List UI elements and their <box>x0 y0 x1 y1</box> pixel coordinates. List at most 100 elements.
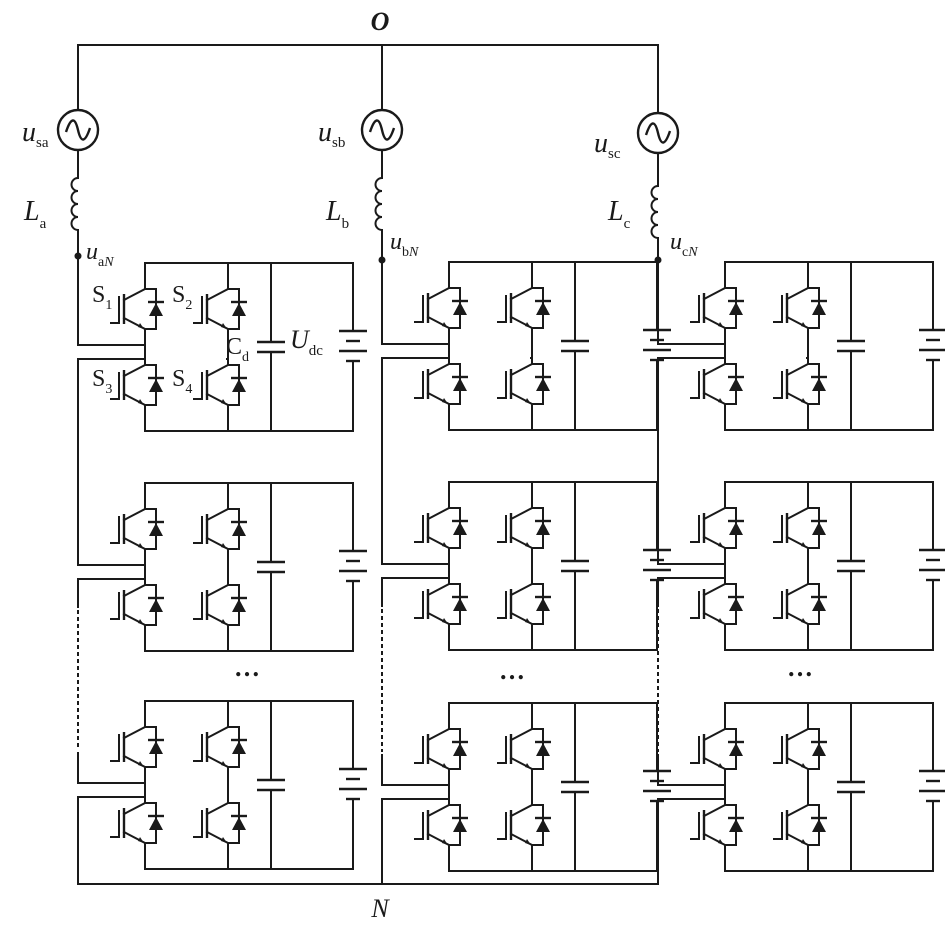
diode-triangle <box>729 378 743 391</box>
igbt-switch-icon <box>414 798 468 852</box>
diode-triangle <box>812 598 826 611</box>
collector-lead <box>122 502 146 522</box>
source-b-label: usb <box>318 117 345 151</box>
switch-s3-label: S3 <box>92 366 112 397</box>
collector-lead <box>426 577 450 597</box>
emitter-arrow <box>801 839 807 845</box>
igbt-switch-icon <box>773 577 827 631</box>
inductor-a-label: La <box>23 196 47 232</box>
phase-a-branch <box>56 44 229 885</box>
diode-triangle <box>729 302 743 315</box>
inter-cell-wire <box>77 752 146 784</box>
collector-lead <box>509 501 533 521</box>
igbt-switch-icon <box>690 281 744 335</box>
ac-source-icon <box>56 108 100 152</box>
emitter-arrow <box>718 398 724 404</box>
collector-lead <box>509 357 533 377</box>
dc-capacitor-icon <box>561 481 589 651</box>
diode-triangle <box>232 523 246 536</box>
h-bridge-cell-b2 <box>414 481 671 651</box>
diode-triangle <box>729 522 743 535</box>
emitter-arrow <box>221 837 227 843</box>
igbt-switch-icon <box>773 798 827 852</box>
h-bridge-cell-b3 <box>414 702 671 872</box>
diode-triangle <box>536 819 550 832</box>
igbt-switch-icon <box>193 502 247 556</box>
emitter-arrow <box>801 322 807 328</box>
emitter-arrow <box>138 619 144 625</box>
collector-lead <box>785 501 809 521</box>
igbt-switch-icon <box>690 357 744 411</box>
h-bridge-cell-c2 <box>690 481 945 651</box>
igbt-switch-icon <box>690 722 744 776</box>
igbt-switch-icon <box>497 501 551 555</box>
inter-cell-wire <box>381 577 450 607</box>
diode-triangle <box>729 819 743 832</box>
collector-lead <box>785 281 809 301</box>
inter-cell-wire <box>657 754 726 786</box>
igbt-switch-icon <box>193 282 247 336</box>
igbt-switch-icon <box>690 798 744 852</box>
collector-lead <box>205 578 229 598</box>
diode-triangle <box>453 819 467 832</box>
emitter-arrow <box>221 761 227 767</box>
dc-capacitor-icon <box>561 702 589 872</box>
collector-lead <box>702 281 726 301</box>
collector-lead <box>426 357 450 377</box>
emitter-arrow <box>525 839 531 845</box>
emitter-arrow <box>718 322 724 328</box>
diode-triangle <box>536 743 550 756</box>
node-voltage-b-label: ubN <box>390 229 419 260</box>
igbt-switch-icon <box>497 577 551 631</box>
igbt-switch-icon <box>414 722 468 776</box>
inter-cell-wire <box>657 577 726 607</box>
dc-capacitor-icon <box>257 700 285 870</box>
diode-triangle <box>232 599 246 612</box>
collector-lead <box>785 798 809 818</box>
diode-triangle <box>232 379 246 392</box>
diode-triangle <box>453 302 467 315</box>
igbt-switch-icon <box>110 720 164 774</box>
h-bridge-cell-a1 <box>110 262 367 432</box>
dc-capacitor-icon <box>561 261 589 431</box>
igbt-switch-icon <box>690 501 744 555</box>
switch-s2-label: S2 <box>172 282 192 313</box>
diode-triangle <box>149 303 163 316</box>
phase-b-labels: usb Lb ubN <box>318 117 419 260</box>
igbt-switch-icon <box>110 358 164 412</box>
inductor-coil-icon <box>650 184 660 240</box>
emitter-arrow <box>442 542 448 548</box>
igbt-switch-icon <box>773 501 827 555</box>
diode-triangle <box>536 378 550 391</box>
ellipsis-phase-b: … <box>499 656 525 685</box>
inter-cell-wire <box>381 754 450 786</box>
emitter-arrow <box>718 763 724 769</box>
collector-lead <box>426 281 450 301</box>
phase-c-branch <box>636 44 809 885</box>
igbt-switch-icon <box>497 357 551 411</box>
diode-triangle <box>812 378 826 391</box>
phase-a-labels: usa La uaN <box>22 117 114 270</box>
ellipsis-phase-c: … <box>787 653 813 682</box>
phase-to-n-wire <box>381 798 450 885</box>
node-voltage-c-label: ucN <box>670 229 698 260</box>
collector-lead <box>702 722 726 742</box>
emitter-arrow <box>221 543 227 549</box>
diode-triangle <box>149 741 163 754</box>
igbt-switch-icon <box>497 722 551 776</box>
emitter-arrow <box>718 839 724 845</box>
collector-lead <box>785 577 809 597</box>
inductor-coil-icon <box>374 176 384 232</box>
diode-triangle <box>453 743 467 756</box>
collector-lead <box>122 578 146 598</box>
emitter-arrow <box>525 322 531 328</box>
emitter-arrow <box>442 322 448 328</box>
sine-wave-icon <box>368 119 396 141</box>
dc-capacitor-icon <box>837 261 865 431</box>
node-voltage-a-label: uaN <box>86 239 114 270</box>
collector-lead <box>702 798 726 818</box>
emitter-arrow <box>718 542 724 548</box>
battery-icon <box>919 261 945 431</box>
emitter-arrow <box>221 399 227 405</box>
ac-source-icon <box>360 108 404 152</box>
